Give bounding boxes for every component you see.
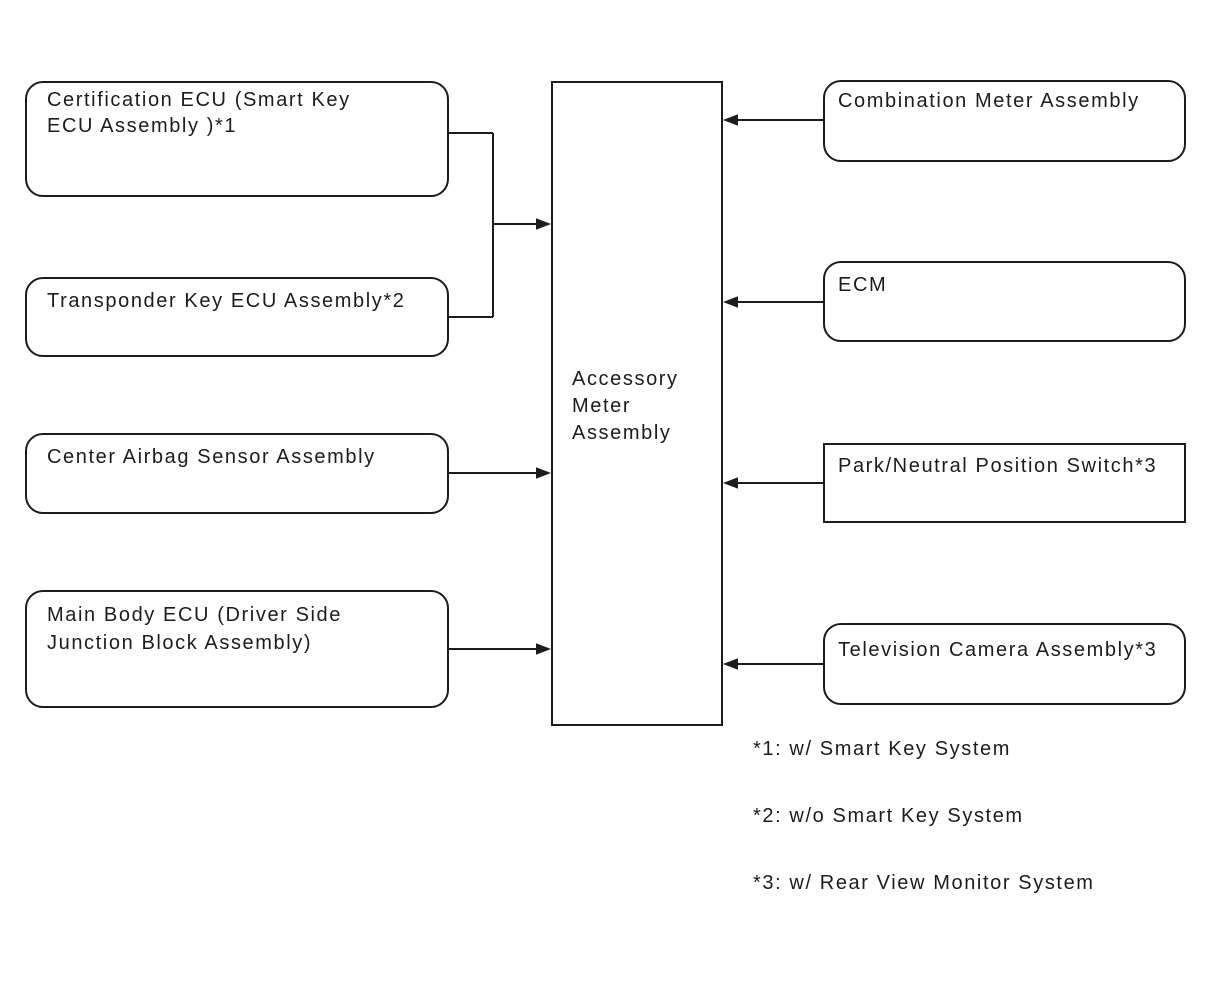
box-park-neutral-position-switch: Park/Neutral Position Switch*3 (823, 443, 1186, 523)
box-label: Certification ECU (Smart Key ECU Assembl… (27, 83, 447, 139)
box-label-line: Main Body ECU (Driver Side (47, 604, 343, 626)
box-label-line: Meter (572, 395, 632, 417)
box-transponder-key-ecu: Transponder Key ECU Assembly*2 (25, 277, 449, 357)
box-label: Main Body ECU (Driver Side Junction Bloc… (27, 592, 447, 657)
box-certification-ecu: Certification ECU (Smart Key ECU Assembl… (25, 81, 449, 197)
arrowhead-right-icon (536, 467, 551, 479)
box-label-line: Accessory (572, 368, 679, 390)
box-label-line: Center Airbag Sensor Assembly (47, 446, 376, 468)
box-label: Transponder Key ECU Assembly*2 (27, 279, 447, 315)
arrowhead-right-icon (536, 643, 551, 655)
arrowhead-left-icon (723, 296, 738, 308)
arrowhead-left-icon (723, 477, 738, 489)
footnote-wo-smart-key: *2: w/o Smart Key System (753, 805, 1024, 827)
box-center-airbag-sensor: Center Airbag Sensor Assembly (25, 433, 449, 514)
arrowhead-left-icon (723, 658, 738, 670)
box-accessory-meter-assembly: Accessory Meter Assembly (551, 81, 723, 726)
box-label-line: ECM (838, 274, 888, 296)
box-label-line: Park/Neutral Position Switch*3 (838, 455, 1158, 477)
box-label: ECM (825, 263, 1184, 299)
box-label: Combination Meter Assembly (825, 82, 1184, 115)
box-label: Accessory Meter Assembly (572, 366, 679, 447)
footnote-smart-key: *1: w/ Smart Key System (753, 738, 1011, 760)
box-label-line: Transponder Key ECU Assembly*2 (47, 290, 406, 312)
arrowhead-right-icon (536, 218, 551, 230)
box-label-line: Certification ECU (Smart Key (47, 89, 351, 111)
box-label-line: ECU Assembly )*1 (47, 115, 238, 137)
box-label-line: Junction Block Assembly) (47, 632, 313, 654)
box-label-line: Television Camera Assembly*3 (838, 639, 1158, 661)
left-connector-lines (449, 132, 536, 650)
box-label: Television Camera Assembly*3 (825, 625, 1184, 664)
footnote-rear-view-monitor: *3: w/ Rear View Monitor System (753, 872, 1095, 894)
box-combination-meter: Combination Meter Assembly (823, 80, 1186, 162)
box-television-camera: Television Camera Assembly*3 (823, 623, 1186, 705)
box-ecm: ECM (823, 261, 1186, 342)
box-label-line: Combination Meter Assembly (838, 90, 1140, 112)
right-connector-lines (738, 119, 823, 665)
box-label-line: Assembly (572, 422, 672, 444)
box-label: Park/Neutral Position Switch*3 (825, 445, 1184, 480)
arrowhead-left-icon (723, 114, 738, 126)
box-main-body-ecu: Main Body ECU (Driver Side Junction Bloc… (25, 590, 449, 708)
box-label: Center Airbag Sensor Assembly (27, 435, 447, 471)
